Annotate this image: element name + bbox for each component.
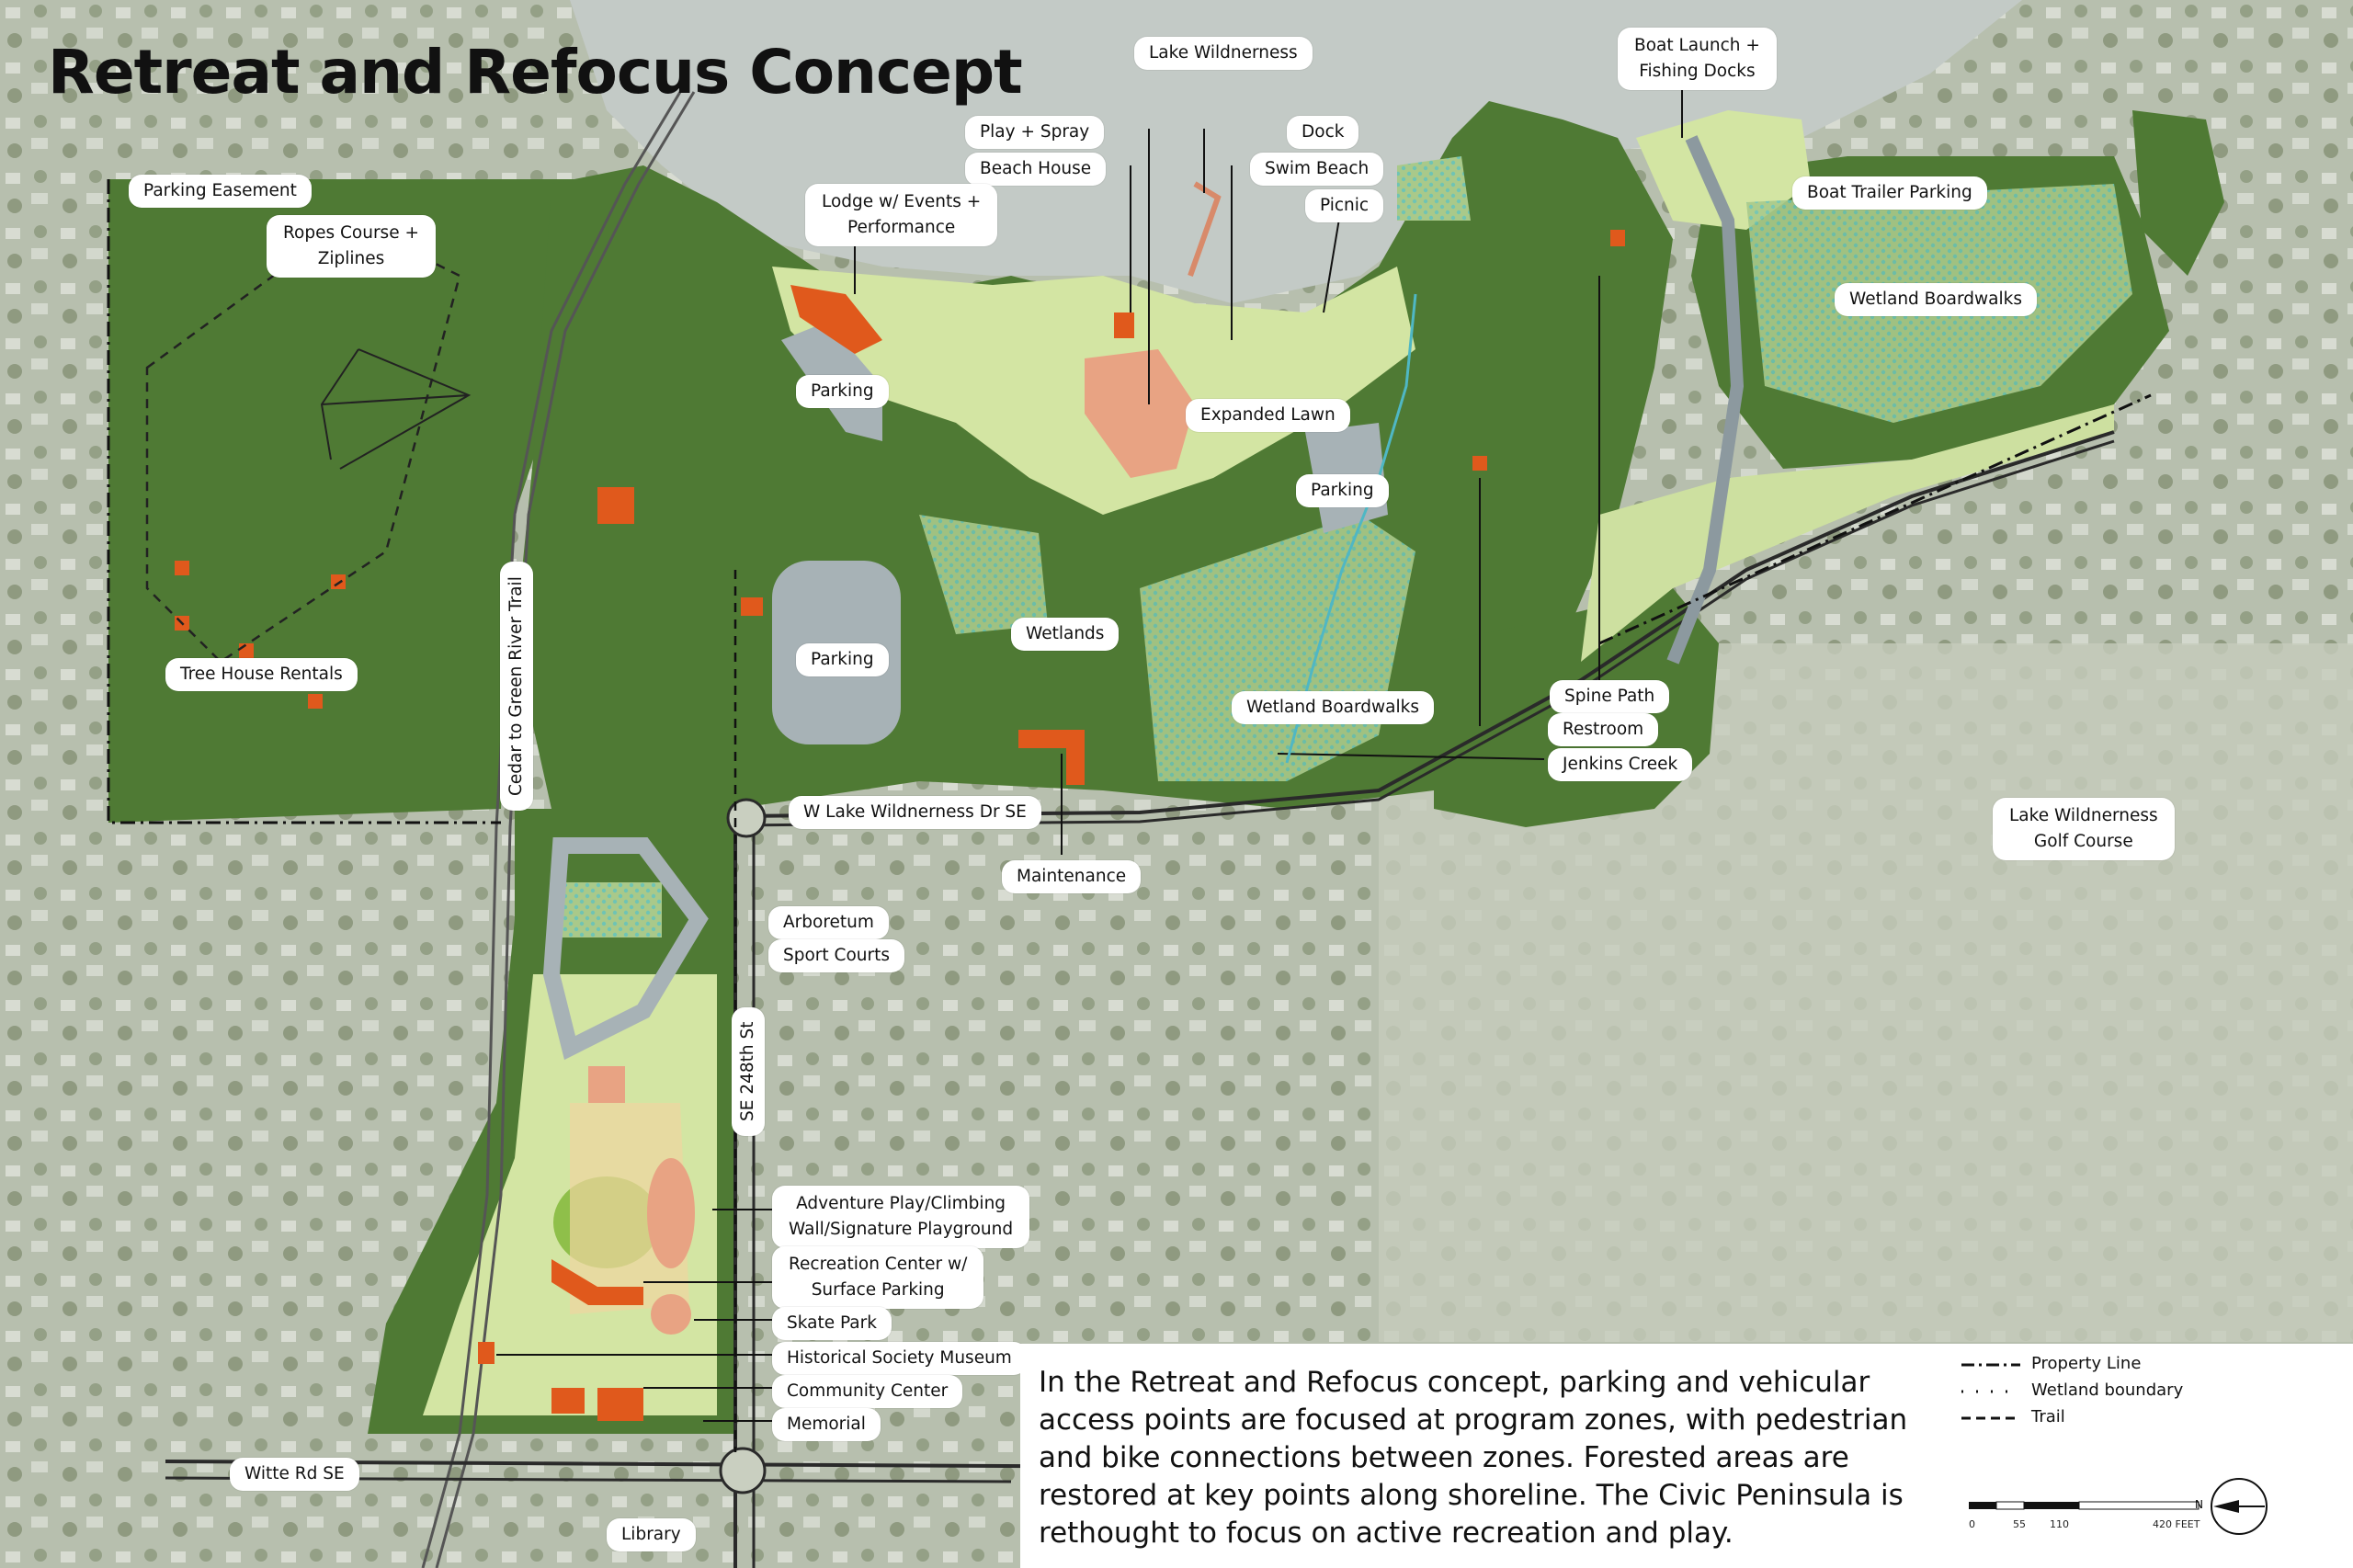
label-lake-wilderness: Lake Wildnerness xyxy=(1134,37,1313,70)
large-building-west xyxy=(597,487,634,524)
label-dock: Dock xyxy=(1287,116,1359,149)
label-parking-center: Parking xyxy=(796,643,889,676)
wetland-shore xyxy=(1397,156,1471,221)
legend-wetland-boundary-symbol xyxy=(1961,1390,2020,1393)
tree-house-4 xyxy=(308,694,323,709)
label-play-spray: Play + Spray xyxy=(965,116,1105,149)
adventure-play-area xyxy=(647,1158,695,1268)
scale-bar-graphic xyxy=(1969,1501,2200,1510)
scale-tick-2: 110 xyxy=(2050,1518,2069,1530)
scale-tick-1: 55 xyxy=(2013,1518,2026,1530)
label-parking-easement: Parking Easement xyxy=(129,175,312,208)
label-skate-park: Skate Park xyxy=(772,1307,892,1340)
east-forest-edge xyxy=(2132,110,2224,276)
label-wetland-boardwalks-ne: Wetland Boardwalks xyxy=(1835,283,2037,316)
sport-courts-area xyxy=(588,1066,625,1103)
label-memorial: Memorial xyxy=(772,1408,881,1441)
label-arboretum: Arboretum xyxy=(768,906,889,939)
tree-house-2 xyxy=(239,643,254,658)
small-building-center xyxy=(741,597,763,616)
label-parking-lodge: Parking xyxy=(796,375,889,408)
wetland-central xyxy=(919,515,1048,634)
scale-tick-3: 420 FEET xyxy=(2153,1518,2200,1530)
label-swim-beach: Swim Beach xyxy=(1250,153,1384,186)
label-maintenance: Maintenance xyxy=(1002,860,1142,893)
label-boat-trailer-parking: Boat Trailer Parking xyxy=(1792,176,1987,210)
north-arrow-label: N xyxy=(2195,1498,2203,1511)
recreation-center-building xyxy=(551,1259,643,1305)
label-community-center: Community Center xyxy=(772,1375,963,1408)
tree-house-1 xyxy=(175,561,189,575)
label-cedar-trail: Cedar to Green River Trail xyxy=(500,562,533,811)
label-tree-house-rentals: Tree House Rentals xyxy=(165,658,358,691)
label-wetlands: Wetlands xyxy=(1011,618,1120,651)
east-trail-lawn xyxy=(1581,404,2114,662)
map-title: Retreat and Refocus Concept xyxy=(48,37,1023,108)
label-historical-museum: Historical Society Museum xyxy=(772,1342,1027,1375)
boat-launch-building xyxy=(1610,230,1625,246)
community-center-building xyxy=(551,1388,585,1414)
label-witte-rd: Witte Rd SE xyxy=(230,1458,359,1491)
maintenance-building xyxy=(1018,730,1085,785)
label-library: Library xyxy=(607,1518,696,1551)
label-ropes-course: Ropes Course + Ziplines xyxy=(267,215,436,278)
roundabout-north xyxy=(726,798,767,838)
legend-property-line: Property Line xyxy=(2031,1354,2142,1373)
property-line-west xyxy=(107,179,501,824)
pointer-jenkins-creek xyxy=(1277,753,1545,760)
tree-house-3 xyxy=(331,574,346,589)
legend-wetland-boundary: Wetland boundary xyxy=(2031,1381,2184,1400)
ropes-course-lines xyxy=(320,348,472,470)
play-spray-area xyxy=(1085,349,1195,478)
lodge-building xyxy=(790,285,882,354)
concept-description: In the Retreat and Refocus concept, park… xyxy=(1020,1344,1939,1568)
historical-museum-building xyxy=(478,1342,494,1364)
north-arrow-icon xyxy=(2211,1478,2268,1535)
dock-structure xyxy=(1188,181,1222,277)
community-center-building-2 xyxy=(597,1388,643,1421)
label-lodge: Lodge w/ Events + Performance xyxy=(805,184,998,246)
roundabout-south xyxy=(719,1447,767,1494)
label-parking-east: Parking xyxy=(1296,474,1389,507)
civic-parking-loop xyxy=(542,837,709,1061)
label-restroom: Restroom xyxy=(1548,713,1659,746)
label-boat-launch: Boat Launch + Fishing Docks xyxy=(1618,28,1777,90)
scale-bar: 0 55 110 420 FEET xyxy=(1969,1491,2208,1530)
label-se-248th: SE 248th St xyxy=(732,1006,765,1136)
label-jenkins-creek: Jenkins Creek xyxy=(1548,748,1693,781)
label-sport-courts: Sport Courts xyxy=(768,939,905,972)
legend-trail: Trail xyxy=(2031,1407,2065,1426)
wetland-arboretum xyxy=(551,882,662,937)
label-adventure-play: Adventure Play/Climbing Wall/Signature P… xyxy=(772,1186,1030,1248)
label-lake-wilderness-dr: W Lake Wildnerness Dr SE xyxy=(789,796,1041,829)
label-beach-house: Beach House xyxy=(965,153,1107,186)
label-expanded-lawn: Expanded Lawn xyxy=(1186,399,1350,432)
north-arrow: N xyxy=(2195,1471,2274,1542)
label-picnic: Picnic xyxy=(1305,189,1384,222)
scale-tick-0: 0 xyxy=(1969,1518,1975,1530)
boat-launch-lawn xyxy=(1636,110,1811,230)
skate-park-area xyxy=(651,1294,691,1335)
label-recreation-center: Recreation Center w/ Surface Parking xyxy=(772,1246,984,1309)
restroom-building xyxy=(1472,456,1487,471)
label-spine-path: Spine Path xyxy=(1550,680,1670,713)
map-legend: Property Line Wetland boundary Trail xyxy=(1939,1344,2353,1568)
beach-house-building xyxy=(1114,312,1134,338)
label-golf-course: Lake Wildnerness Golf Course xyxy=(1993,798,2175,860)
label-wetland-boardwalks-s: Wetland Boardwalks xyxy=(1232,691,1434,724)
legend-trail-symbol xyxy=(1961,1416,2020,1420)
jenkins-creek xyxy=(1285,293,1417,764)
legend-property-line-symbol xyxy=(1961,1363,2020,1367)
